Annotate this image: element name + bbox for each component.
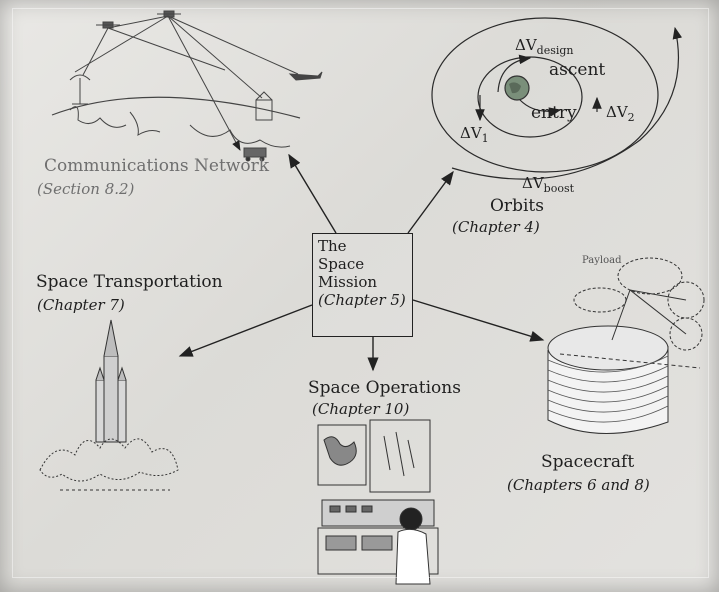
- communications-title: Communications Network: [44, 156, 269, 176]
- ground-station-icon: [256, 92, 272, 120]
- center-line-2: Space: [318, 255, 412, 273]
- booster-right: [118, 380, 126, 442]
- rocket-illustration: [40, 320, 178, 490]
- transportation-title: Space Transportation: [36, 272, 223, 292]
- center-line-3: Mission: [318, 273, 412, 291]
- arrow-to-orbits: [408, 172, 453, 233]
- arrow-to-communications: [289, 155, 336, 233]
- operations-illustration: [318, 420, 438, 584]
- satellite-icon: [96, 22, 120, 28]
- delta-v-boost-label: ΔVboost: [522, 174, 574, 195]
- arrow-to-transportation: [180, 305, 312, 356]
- exhaust-cloud: [40, 439, 178, 481]
- communications-illustration: [52, 11, 322, 161]
- delta-v-design-label: ΔVdesign: [515, 36, 574, 57]
- booster-left: [96, 380, 104, 442]
- aircraft-icon: [290, 72, 322, 80]
- spacecraft-chapter: (Chapters 6 and 8): [507, 476, 650, 494]
- ascent-label: ascent: [549, 60, 605, 80]
- operations-chapter: (Chapter 10): [312, 400, 409, 418]
- orbits-title: Orbits: [490, 196, 544, 216]
- delta-v2-label: ΔV2: [606, 103, 635, 124]
- transportation-chapter: (Chapter 7): [37, 296, 125, 314]
- delta-v1-label: ΔV1: [460, 124, 489, 145]
- entry-label: entry: [531, 103, 577, 123]
- orbits-chapter: (Chapter 4): [452, 218, 540, 236]
- ground-antenna-icon: [70, 75, 90, 104]
- space-mission-box: The Space Mission (Chapter 5): [312, 233, 413, 337]
- spacecraft-title: Spacecraft: [541, 452, 634, 472]
- center-chapter: (Chapter 5): [318, 291, 412, 309]
- operator-icon: [400, 508, 422, 530]
- center-line-1: The: [318, 237, 412, 255]
- spacecraft-illustration: [548, 258, 704, 434]
- communications-section: (Section 8.2): [37, 180, 134, 198]
- rocket-core: [104, 356, 118, 442]
- operations-title: Space Operations: [308, 378, 461, 398]
- arrow-to-spacecraft: [413, 300, 543, 340]
- payload-label: Payload: [582, 255, 621, 266]
